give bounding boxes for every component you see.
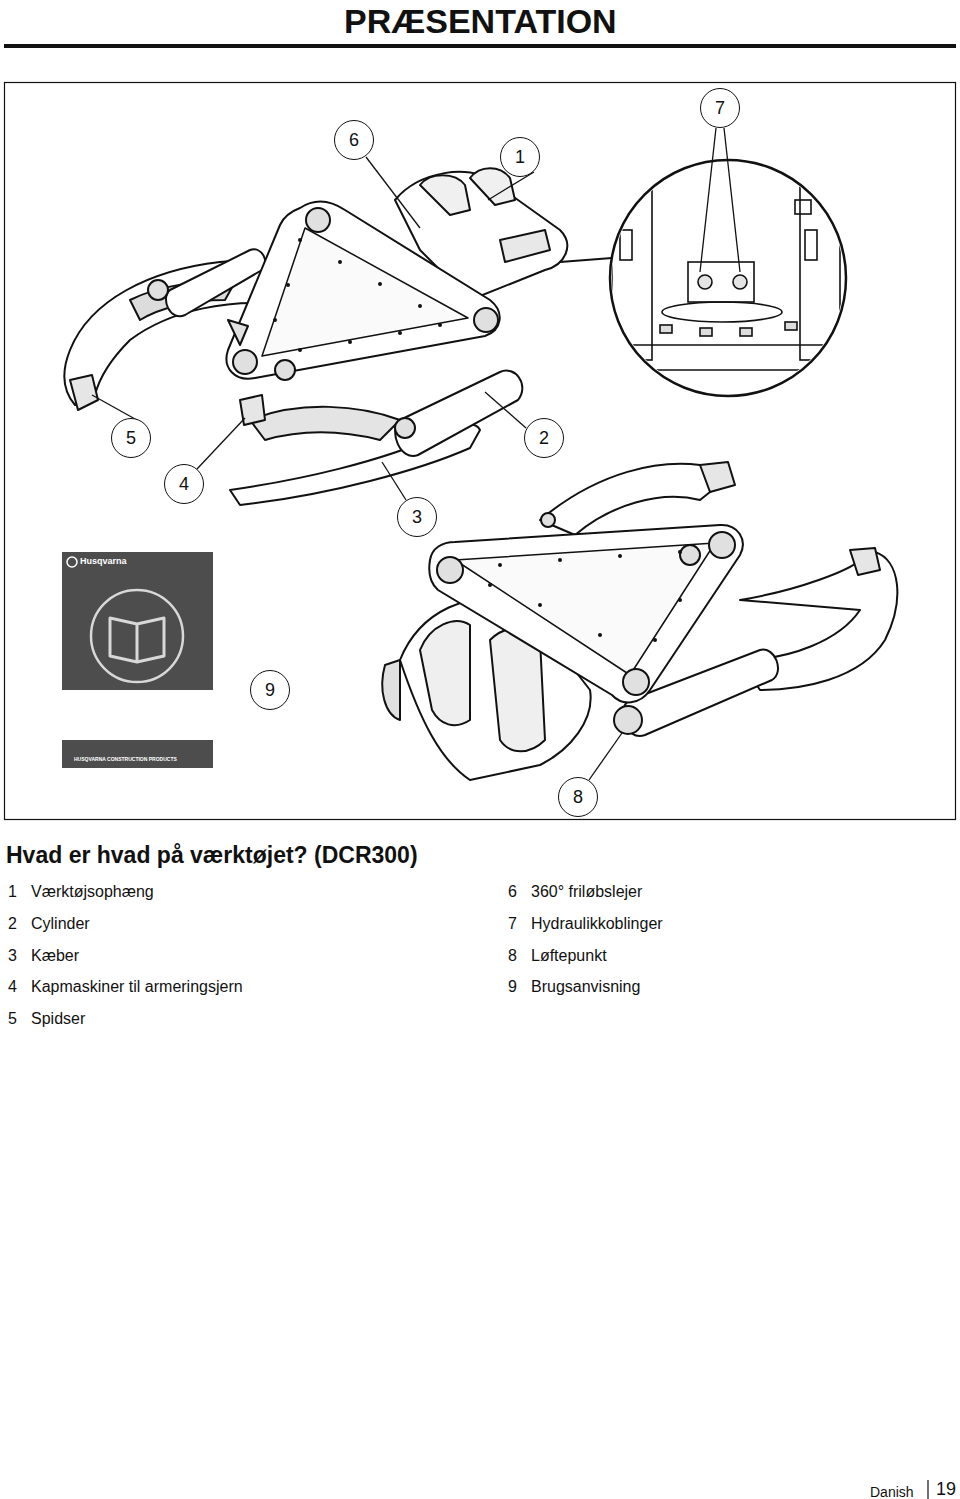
list-number: 7 <box>508 915 517 933</box>
part-name: Kapmaskiner til armeringsjern <box>31 978 243 996</box>
manual-cover: HusqvarnaHUSQVARNA CONSTRUCTION PRODUCTS <box>62 552 213 768</box>
part-name: Løftepunkt <box>531 947 607 965</box>
callout-number: 6 <box>349 131 359 149</box>
list-number: 5 <box>8 1010 17 1028</box>
callout-circle: 6 <box>334 120 374 160</box>
list-number: 9 <box>508 978 517 996</box>
callout-number: 8 <box>573 788 583 806</box>
callout-number: 7 <box>715 99 725 117</box>
lower-tool <box>382 462 897 780</box>
upper-tool <box>65 168 568 505</box>
callout-number: 2 <box>539 429 549 447</box>
page-title: PRÆSENTATION <box>344 2 617 41</box>
callout-number: 4 <box>179 475 189 493</box>
list-number: 8 <box>508 947 517 965</box>
callout-circle: 8 <box>558 777 598 817</box>
callout-circle: 7 <box>700 88 740 128</box>
list-number: 4 <box>8 978 17 996</box>
lower-tool-bolts <box>488 550 682 642</box>
part-name: Hydraulikkoblinger <box>531 915 663 933</box>
part-name: Kæber <box>31 947 79 965</box>
header-rule <box>4 44 956 48</box>
callout-number: 5 <box>126 429 136 447</box>
cover-footer: HUSQVARNA CONSTRUCTION PRODUCTS <box>74 756 177 762</box>
part-name: 360° friløbslejer <box>531 883 642 901</box>
detail-connector <box>560 258 612 262</box>
callout-number: 1 <box>515 148 525 166</box>
page-language: Danish <box>870 1484 914 1499</box>
part-name: Værktøjsophæng <box>31 883 154 901</box>
figure-frame <box>5 83 956 820</box>
part-name: Cylinder <box>31 915 90 933</box>
list-number: 3 <box>8 947 17 965</box>
callout-circle: 1 <box>500 137 540 177</box>
callout-circle: 9 <box>250 670 290 710</box>
callout-number: 9 <box>265 681 275 699</box>
callout-circle: 2 <box>524 418 564 458</box>
callout-circle: 3 <box>397 497 437 537</box>
upper-tool-bolts <box>273 238 442 352</box>
detail-view <box>610 160 850 396</box>
callout-circle: 5 <box>111 418 151 458</box>
page-number: 19 <box>936 1479 956 1499</box>
section-heading: Hvad er hvad på værktøjet? (DCR300) <box>6 842 418 869</box>
list-number: 1 <box>8 883 17 901</box>
part-name: Spidser <box>31 1010 85 1028</box>
part-name: Brugsanvisning <box>531 978 640 996</box>
list-number: 2 <box>8 915 17 933</box>
cover-artwork <box>62 552 213 768</box>
footer-tick <box>927 1480 928 1499</box>
brand-name: Husqvarna <box>80 556 127 566</box>
list-number: 6 <box>508 883 517 901</box>
callout-circle: 4 <box>164 464 204 504</box>
callout-number: 3 <box>412 508 422 526</box>
